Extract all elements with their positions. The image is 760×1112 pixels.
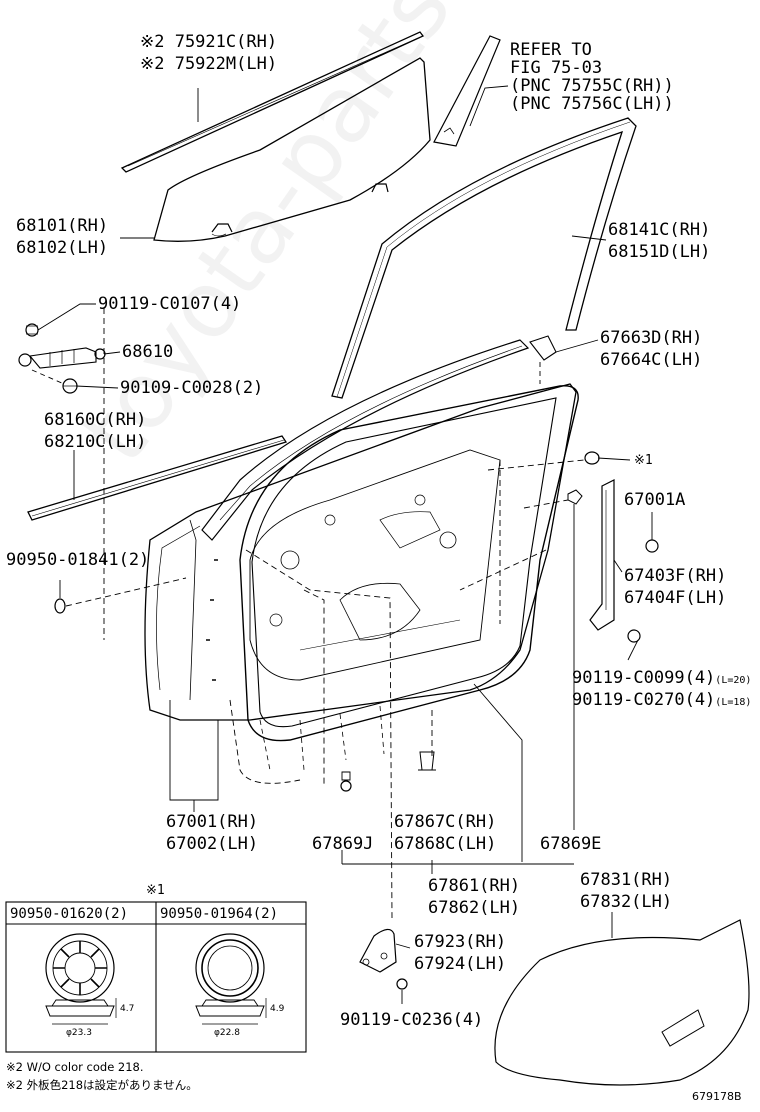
label-67869e: 67869E	[540, 834, 602, 854]
belt-weatherstrip	[27, 435, 288, 521]
note-color-code-ja: ※2 外板色218は設定がありません。	[6, 1078, 198, 1092]
label-67002: 67002(LH)	[166, 834, 259, 854]
leader-68610	[103, 351, 121, 355]
leader-0028	[75, 385, 119, 389]
label-68160c: 68160C(RH)	[44, 410, 147, 430]
label-67867c: 67867C(RH)	[394, 812, 497, 832]
pillar-garnish-ref	[433, 35, 501, 147]
label-67663d: 67663D(RH)	[600, 328, 703, 348]
hole-plug-marker	[584, 451, 600, 465]
service-hole-cover	[494, 919, 750, 1086]
plug-01964-detail	[195, 933, 267, 1025]
glass-run-strip	[120, 31, 425, 173]
door-panel	[144, 383, 577, 721]
label-67924: 67924(LH)	[414, 954, 507, 974]
label-75922m: ※2 75922M(LH)	[140, 54, 278, 74]
dim-left-diameter: φ23.3	[66, 1028, 92, 1038]
label-90119-c0236: 90119-C0236(4)	[340, 1010, 484, 1030]
label-refer-pnc-lh: (PNC 75756C(LH))	[510, 94, 674, 114]
cover-67663d	[529, 335, 557, 361]
label-68210c: 68210C(LH)	[44, 432, 147, 452]
bolt-0099	[627, 629, 641, 643]
note-color-code-en: ※2 W/O color code 218.	[6, 1060, 144, 1074]
label-67868c: 67868C(LH)	[394, 834, 497, 854]
clip-67869e	[567, 489, 583, 505]
label-67404f: 67404F(LH)	[624, 588, 727, 608]
door-opening-weatherstrip	[239, 385, 579, 742]
label-67923: 67923(RH)	[414, 932, 507, 952]
label-67862: 67862(LH)	[428, 898, 521, 918]
label-67403f: 67403F(RH)	[624, 566, 727, 586]
part-67001a-knob	[645, 539, 659, 553]
label-90119-c0270: 90119-C0270(4)(L=18)	[572, 690, 751, 713]
detail-box	[5, 901, 307, 1053]
label-68101: 68101(RH)	[16, 216, 109, 236]
label-90119-c0270-text: 90119-C0270(4)	[572, 690, 716, 710]
label-75921c: ※2 75921C(RH)	[140, 32, 278, 52]
label-90109-c0028: 90109-C0028(2)	[120, 378, 264, 398]
regulator-parts	[18, 323, 106, 394]
label-67861: 67861(RH)	[428, 876, 521, 896]
label-68610: 68610	[122, 342, 174, 362]
dim-right-height: 4.9	[270, 1004, 285, 1014]
label-90950-01841: 90950-01841(2)	[6, 550, 150, 570]
figure-code: 679178B	[692, 1090, 742, 1103]
label-67001a: 67001A	[624, 490, 686, 510]
door-bracket-67923	[359, 928, 397, 973]
dim-right-diameter: φ22.8	[214, 1028, 240, 1038]
clip-67869j	[340, 771, 352, 792]
bracket-67001	[169, 700, 219, 801]
plug-01620-detail	[45, 933, 117, 1025]
hole-plug-01841	[54, 598, 66, 614]
clip-67867c	[418, 751, 436, 771]
leader-0107	[37, 303, 96, 331]
leader-67663	[555, 339, 599, 353]
label-star1-plug: ※1	[634, 453, 653, 468]
label-68151d: 68151D(LH)	[608, 242, 711, 262]
label-68141c: 68141C(RH)	[608, 220, 711, 240]
label-67832: 67832(LH)	[580, 892, 673, 912]
dim-left-height: 4.7	[120, 1004, 135, 1014]
box-title-90950-01620: 90950-01620(2)	[10, 906, 129, 922]
window-glass	[153, 57, 431, 242]
label-90119-c0107: 90119-C0107(4)	[98, 294, 242, 314]
door-window-frame-channel	[331, 117, 637, 399]
label-67664c: 67664C(LH)	[600, 350, 703, 370]
label-67831: 67831(RH)	[580, 870, 673, 890]
label-68102: 68102(LH)	[16, 238, 109, 258]
label-refer-fig: FIG 75-03	[510, 58, 603, 78]
leader-refer	[469, 85, 509, 127]
label-67001: 67001(RH)	[166, 812, 259, 832]
label-90119-c0099-text: 90119-C0099(4)	[572, 668, 716, 688]
label-90119-c0270-length: (L=18)	[715, 697, 752, 708]
label-refer-pnc-rh: (PNC 75755C(RH))	[510, 76, 674, 96]
label-90119-c0099-length: (L=20)	[715, 675, 752, 686]
door-window-sash	[201, 339, 530, 541]
rear-lower-sash-channel	[589, 479, 615, 631]
bolt-0236	[396, 978, 408, 990]
label-67869j: 67869J	[312, 834, 374, 854]
box-title-90950-01964: 90950-01964(2)	[160, 906, 279, 922]
label-refer-to: REFER TO	[510, 40, 592, 60]
label-90119-c0099: 90119-C0099(4)(L=20)	[572, 668, 751, 691]
label-star1-box: ※1	[146, 883, 165, 898]
leader-68141	[571, 235, 607, 241]
